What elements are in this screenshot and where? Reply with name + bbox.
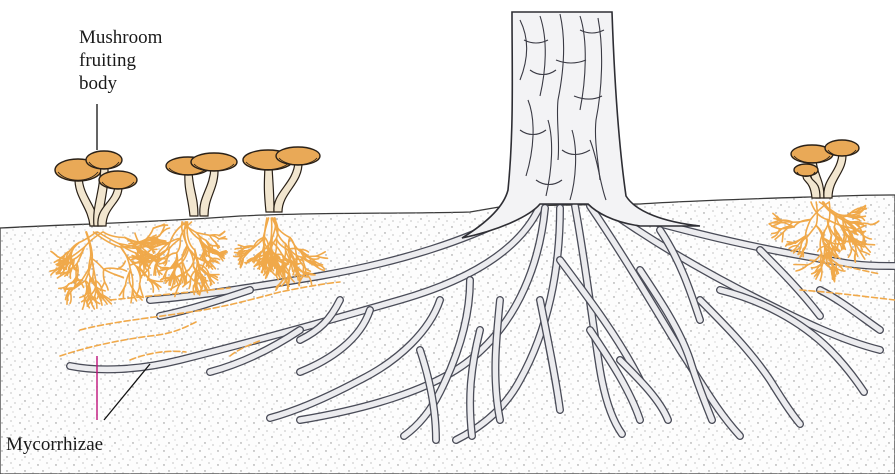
hypha-strand — [129, 243, 139, 244]
hypha-strand — [265, 265, 266, 272]
hypha-strand — [863, 244, 874, 245]
mushroom-cap — [86, 151, 122, 169]
mushroom-cap — [825, 140, 859, 156]
mushroom-cap — [276, 147, 320, 165]
mushroom-stem — [264, 166, 274, 212]
hypha-strand — [212, 246, 213, 252]
mushroom-cap — [794, 164, 818, 176]
mushroom-fruiting-body-label: Mushroomfruitingbody — [79, 26, 162, 95]
soil-stipple — [0, 195, 895, 474]
mushroom-icon — [274, 147, 320, 212]
mushroom-stem — [185, 171, 198, 216]
label-line-fruiting: fruiting — [79, 49, 162, 72]
mycorrhizae-label: Mycorrhizae — [6, 433, 103, 456]
mushroom-icon — [824, 140, 859, 198]
hypha-strand — [301, 256, 316, 257]
mushroom-stem — [200, 167, 218, 216]
hypha-strand — [206, 250, 207, 256]
hypha-strand — [281, 259, 290, 260]
hypha-strand — [143, 256, 152, 257]
hypha-strand — [794, 265, 808, 266]
hypha-strand — [210, 235, 219, 236]
mushroom-cap — [191, 153, 237, 171]
hypha-strand — [834, 243, 843, 244]
mushroom-cap — [99, 171, 137, 189]
hypha-strand — [76, 264, 77, 277]
label-line-mushroom: Mushroom — [79, 26, 162, 49]
label-line-body: body — [79, 72, 162, 95]
